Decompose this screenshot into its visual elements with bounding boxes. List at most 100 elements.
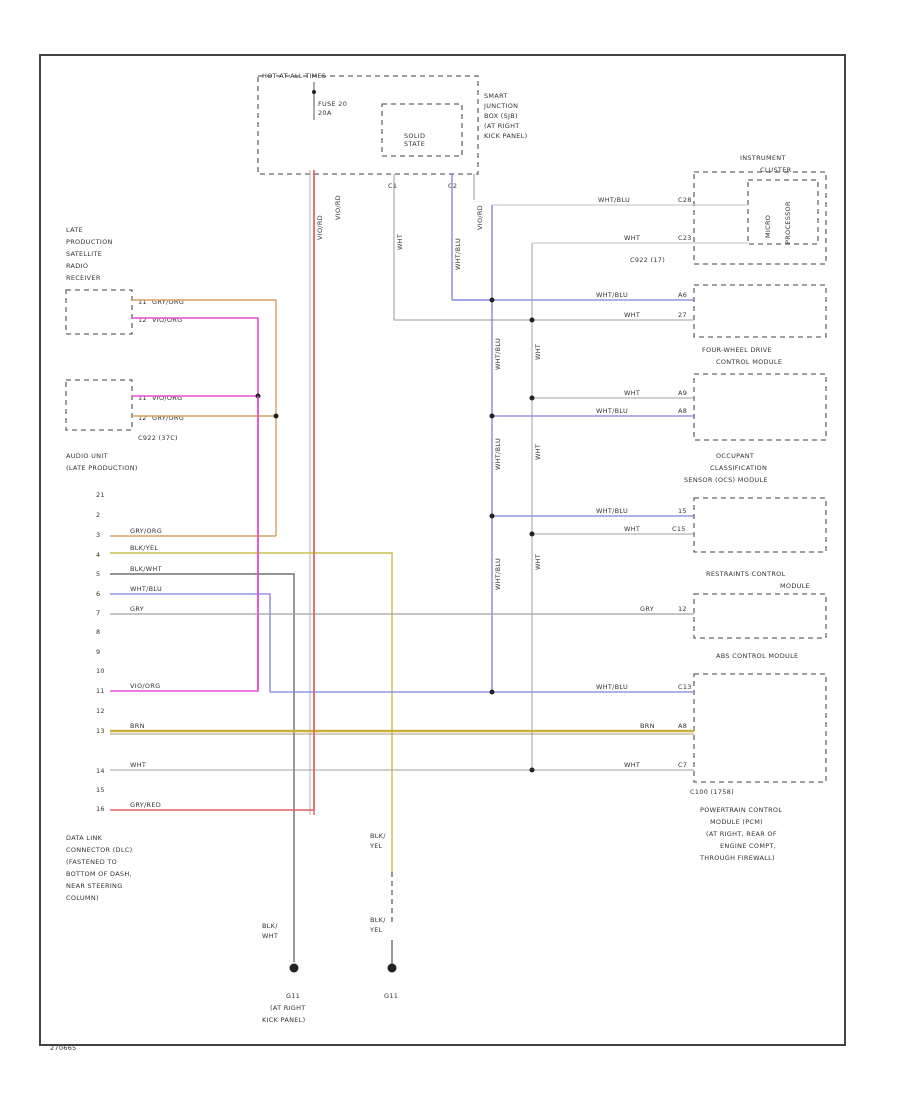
instrument-conn-label: C922 (17) [630,256,665,264]
sat-pin-a: 11 [138,298,147,306]
fwd-module-box [693,373,827,441]
dlc-14-label: WHT [130,761,146,769]
sat-label-4: RADIO [66,262,88,270]
audio-label-2: (LATE PRODUCTION) [66,464,138,472]
pcm-label-2: MODULE (PCM) [710,818,763,826]
sjb-c4-label: VIO/RD [476,205,484,230]
diagram-frame [39,54,846,1046]
abs-pin: C13 [678,683,692,691]
pcm-label-3: (AT RIGHT, REAR OF [706,830,777,838]
splice-pcm [529,767,535,773]
rcm-wire: GRY [640,605,654,613]
fuse-label-1: FUSE 20 [318,100,347,108]
blk-yel-stack-4: YEL [369,926,383,934]
splice-aud-b [273,413,279,419]
ic-pin-b: C23 [678,234,692,242]
ground-g2-terminal [387,963,397,973]
sat-wire-a: GRY/ORG [152,298,184,306]
bus-wht-label-3: WHT [534,554,542,570]
dlc-11-label: VIO/ORG [130,682,160,690]
pcm-conn-label: C100 (1758) [690,788,734,796]
pcm-wire-b: WHT [624,761,640,769]
sjb-wire-label-1: VIO/RD [316,215,324,240]
audio-label-1: AUDIO UNIT [66,452,108,460]
fwd-label-2: CONTROL MODULE [716,358,782,366]
sjb-label-2: JUNCTION [483,102,518,110]
ic-wire-b: WHT [624,234,640,242]
dlc-pin: 10 [96,667,105,675]
dlc-label-6: COLUMN) [66,894,99,902]
ocs-label-1: OCCUPANT [716,452,754,460]
microprocessor-box [747,179,819,245]
sat-label-5: RECEIVER [66,274,101,282]
rcm-label-2: MODULE [780,582,810,590]
ground-g1-terminal [289,963,299,973]
fwd-pin-b: 27 [678,311,687,319]
blk-wht-stack-1: BLK/ [262,922,278,930]
solid-state-label-1: SOLID [404,132,425,140]
wire-dlc-11-vio-org [110,396,259,692]
splice-ocs2-a [489,513,495,519]
aud-wire-b: GRY/ORG [152,414,184,422]
rcm-label-1: RESTRAINTS CONTROL [706,570,786,578]
sat-label-1: LATE [66,226,83,234]
blk-yel-stack-2: YEL [369,842,383,850]
wire-dlc-16-gry-red [110,170,315,811]
abs-pcm-box [693,673,827,783]
ocs-pin-a: A9 [678,389,687,397]
sjb-wht-blu-label: WHT/BLU [454,238,462,270]
hot-at-all-times-label: HOT AT ALL TIMES [262,72,326,80]
rcm-pin: 12 [678,605,687,613]
splice-ocs-b [489,413,495,419]
fwd-pin-a: A6 [678,291,687,299]
ic-pin-a: C28 [678,196,692,204]
sjb-label-3: BOX (SJB) [484,112,518,120]
wire-dlc-6-wht-blu [110,593,694,693]
wire-dlc-5-blk-wht [110,573,295,962]
ocs-label-2: CLASSIFICATION [710,464,767,472]
ocs-module-box [693,497,827,553]
solid-state-label-2: STATE [404,140,425,148]
dlc-pin: 15 [96,786,105,794]
instrument-label-1: INSTRUMENT [740,154,786,162]
dlc-pin: 2 [96,511,100,519]
ic-wire-a: WHT/BLU [598,196,630,204]
micro-label-1: MICRO [764,215,772,238]
bus-wht-label-2: WHT [534,444,542,460]
aud-pin-b: 12 [138,414,147,422]
wire-dlc-4-blk-yel [110,552,393,872]
fwd-wire-a: WHT/BLU [596,291,628,299]
sat-label-2: PRODUCTION [66,238,113,246]
dlc-label-1: DATA LINK [66,834,103,842]
dlc-pin: 12 [96,707,105,715]
pcm-wire-a: BRN [640,722,655,730]
blk-wht-stack-2: WHT [262,932,278,940]
pcm-label-5: THROUGH FIREWALL) [699,854,775,862]
pcm-label-1: POWERTRAIN CONTROL [700,806,782,814]
sjb-label-4: (AT RIGHT [484,122,520,130]
dlc-pin: 4 [96,551,100,559]
wire-sat-vio-org [132,317,259,690]
dlc-4-label: BLK/YEL [130,544,158,552]
dlc-pin: 13 [96,727,105,735]
splice-ocs-a [529,395,535,401]
dlc-7-label: GRY [130,605,144,613]
ground-g1-loc-2: KICK PANEL) [262,1016,305,1024]
fuse-node [312,90,316,94]
micro-label-2: PROCESSOR [784,201,792,244]
diagram-id: 270665 [50,1044,77,1052]
dlc-pin: 21 [96,491,105,499]
satellite-radio-box [65,289,133,335]
ocs2-pin-b: C15 [672,525,686,533]
dlc-16-label: GRY/RED [130,801,161,809]
dlc-13-label: BRN [130,722,145,730]
fwd-label-1: FOUR-WHEEL DRIVE [702,346,772,354]
dlc-label-3: (FASTENED TO [66,858,117,866]
module-upper-box [693,284,827,338]
blk-yel-stack-1: BLK/ [370,832,386,840]
ocs-pin-b: A8 [678,407,687,415]
ocs-wire-a: WHT [624,389,640,397]
ground-g2-label: G11 [384,992,398,1000]
sjb-box [257,75,479,175]
fwd-wire-b: WHT [624,311,640,319]
